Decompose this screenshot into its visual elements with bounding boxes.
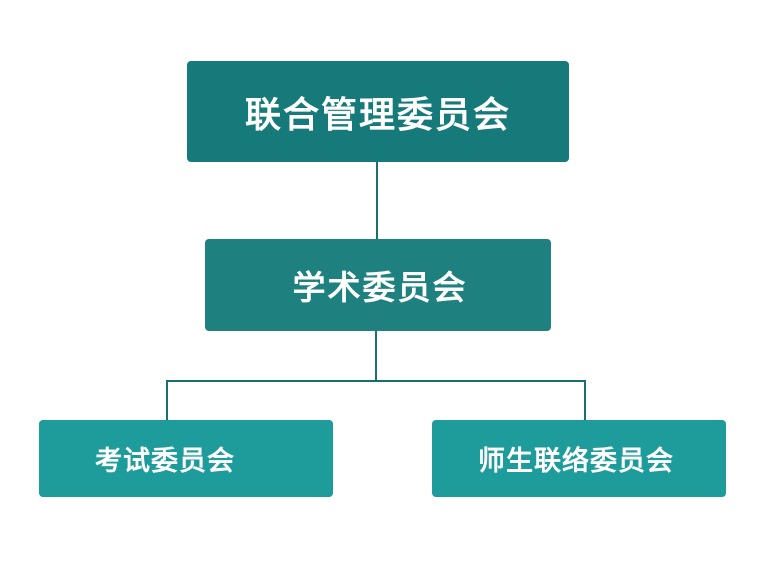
node-academic-committee: 学术委员会 (205, 239, 551, 331)
node-label: 学术委员会 (292, 268, 468, 307)
node-joint-management-committee: 联合管理委员会 (187, 61, 569, 162)
node-teacher-student-liaison-committee: 师生联络委员会 (432, 420, 726, 497)
node-label: 考试委员会 (95, 446, 235, 477)
node-label: 联合管理委员会 (244, 94, 511, 136)
node-label: 师生联络委员会 (478, 446, 674, 477)
node-examination-committee: 考试委员会 (39, 420, 333, 497)
